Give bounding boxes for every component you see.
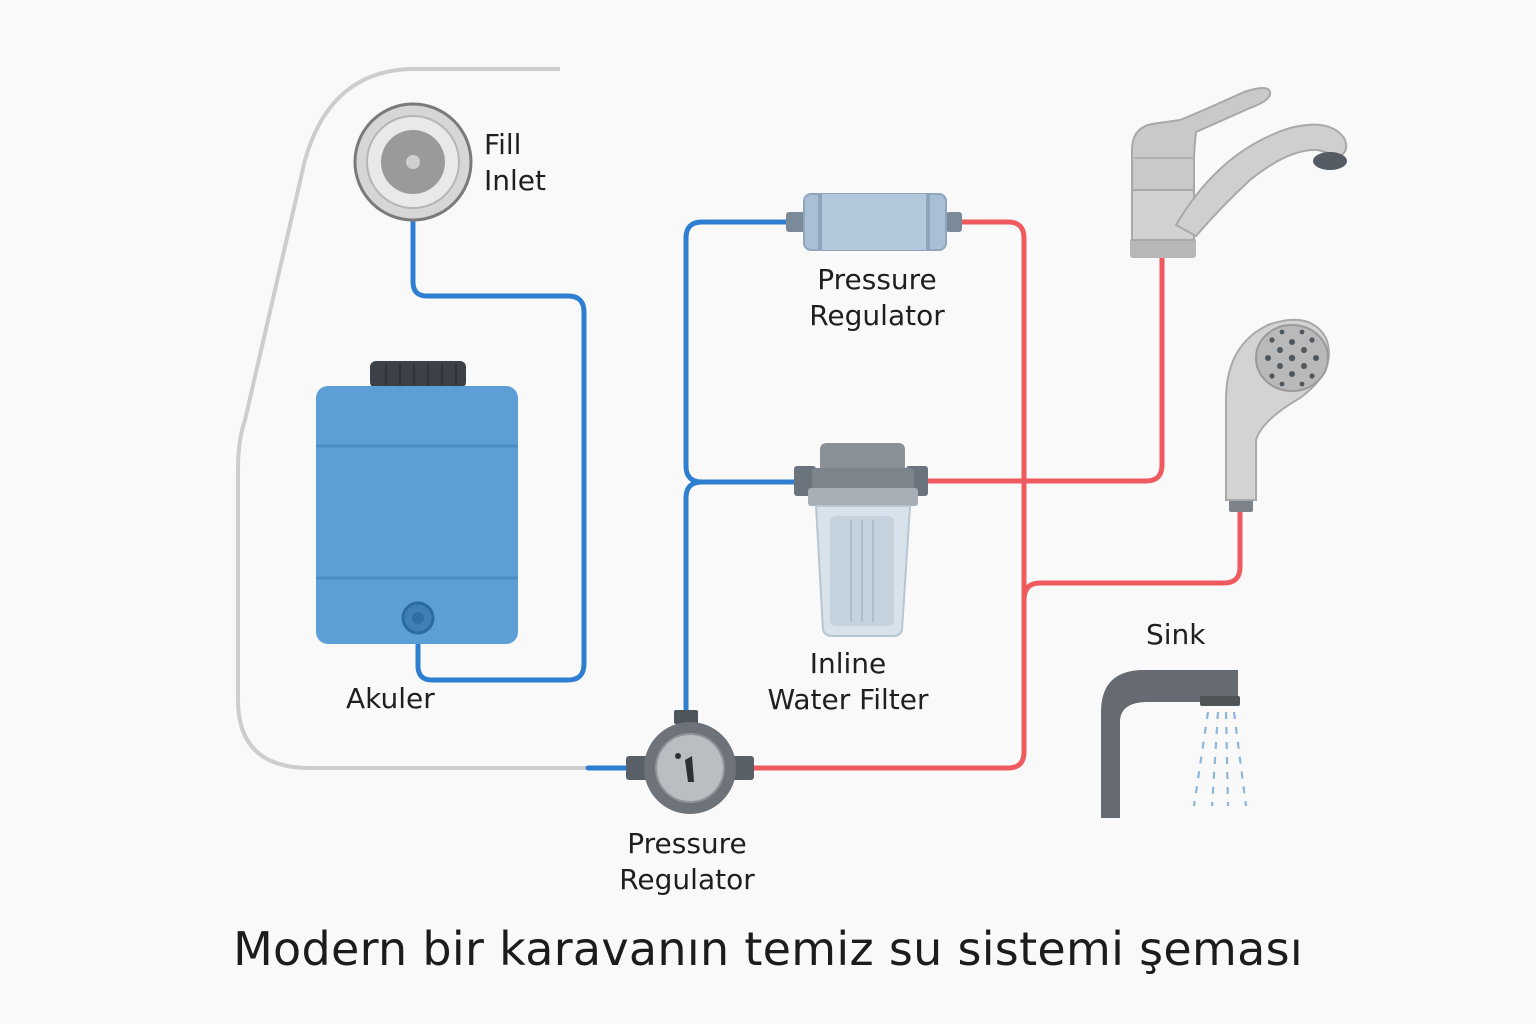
pressure-regulator-top-label: Pressure Regulator bbox=[790, 262, 964, 334]
inline-water-filter-icon bbox=[794, 443, 928, 637]
sink-label: Sink bbox=[1146, 618, 1206, 651]
cold-water-pipes bbox=[410, 215, 808, 771]
pressure-regulator-bottom-label: Pressure Regulator bbox=[600, 826, 774, 898]
fill-inlet-label-line2: Inlet bbox=[484, 164, 546, 197]
inline-water-filter-line2: Water Filter bbox=[767, 683, 929, 716]
hot-line-main bbox=[749, 219, 1027, 771]
page-title: Modern bir karavanın temiz su sistemi şe… bbox=[233, 922, 1303, 976]
pressure-regulator-top-line1: Pressure bbox=[817, 263, 937, 296]
pressure-regulator-icon bbox=[786, 193, 962, 251]
pressure-regulator-bottom-line1: Pressure bbox=[627, 827, 747, 860]
cold-line-mid bbox=[683, 479, 705, 715]
inline-water-filter-label: Inline Water Filter bbox=[740, 646, 956, 718]
cold-line-top bbox=[683, 219, 808, 485]
fill-line bbox=[410, 215, 587, 683]
hot-line-faucet bbox=[923, 255, 1165, 484]
fill-inlet-label-line1: Fill bbox=[484, 128, 522, 161]
pressure-regulator-bottom-line2: Regulator bbox=[619, 863, 755, 896]
sink-spout-icon bbox=[1101, 670, 1248, 818]
inline-water-filter-line1: Inline bbox=[809, 647, 887, 680]
hot-water-pipes bbox=[749, 219, 1243, 771]
fill-inlet-label: Fill Inlet bbox=[484, 127, 546, 199]
fill-inlet-icon bbox=[353, 102, 473, 222]
shower-head-icon bbox=[1225, 318, 1330, 512]
caravan-outline bbox=[236, 67, 590, 770]
water-tank-icon bbox=[316, 361, 518, 644]
pressure-regulator-top-line2: Regulator bbox=[809, 299, 945, 332]
faucet-icon bbox=[1130, 87, 1348, 258]
pressure-gauge-icon bbox=[626, 710, 754, 814]
hot-line-shower bbox=[1021, 507, 1243, 603]
akuler-label: Akuler bbox=[346, 682, 435, 715]
